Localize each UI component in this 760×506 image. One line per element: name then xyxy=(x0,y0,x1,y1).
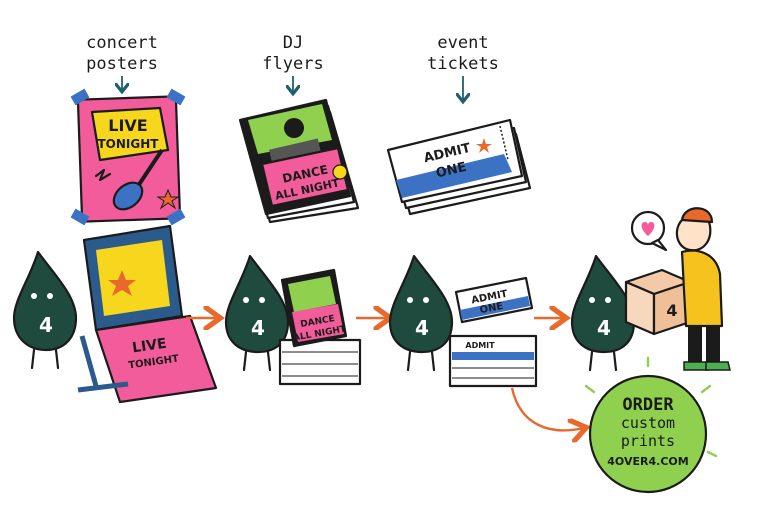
press-base xyxy=(77,381,129,393)
label-dj-flyers: DJ flyers xyxy=(262,33,324,92)
flow-arrow-to-cta xyxy=(510,387,584,430)
label-posters-line2: posters xyxy=(86,54,158,74)
cta-line3: prints xyxy=(621,432,675,450)
flyer-pile xyxy=(278,338,362,386)
concert-poster: LIVE TONIGHT xyxy=(70,88,186,226)
sneaker xyxy=(705,361,731,371)
customer xyxy=(675,207,731,371)
dj-flyer-stack: DANCE ALL NIGHT xyxy=(238,98,360,224)
held-ticket-line2: ONE xyxy=(479,301,505,316)
mascot-ink-drop: 4 xyxy=(570,254,636,372)
cta-line1: ORDER xyxy=(622,395,674,415)
mascot-ink-drop: 4 xyxy=(224,254,290,372)
cta-sparkles xyxy=(584,356,718,458)
tape xyxy=(166,88,186,106)
label-posters-line1: concert xyxy=(86,33,158,53)
ticket-title-line2: ONE xyxy=(435,160,468,182)
cta-circle[interactable] xyxy=(588,374,708,494)
mascot-number: 4 xyxy=(597,316,611,340)
heart-icon xyxy=(641,222,655,236)
sneaker xyxy=(683,361,709,371)
cta-url[interactable]: 4OVER4.COM xyxy=(607,455,688,468)
label-tickets-line2: tickets xyxy=(427,54,499,74)
mascot-number: 4 xyxy=(39,313,53,337)
tape xyxy=(70,88,90,106)
event-ticket-stack: ADMIT ONE xyxy=(386,118,532,216)
ticket-perforation xyxy=(499,125,509,161)
step-tickets: 4 ADMIT ONE ADMIT xyxy=(388,254,538,388)
press-screen xyxy=(96,240,170,316)
mascot-number: 4 xyxy=(251,316,265,340)
star-icon xyxy=(476,138,492,153)
mascot-ink-drop: 4 xyxy=(12,250,78,370)
order-cta-badge[interactable]: ORDER custom prints 4OVER4.COM xyxy=(584,356,718,494)
ticket-crowd xyxy=(396,154,512,198)
customer-leg xyxy=(706,326,720,362)
guitar-icon xyxy=(112,148,164,211)
label-concert-posters: concert posters xyxy=(86,33,158,90)
beanie xyxy=(680,207,714,224)
smiley-icon xyxy=(332,164,348,180)
label-flyers-line2: flyers xyxy=(262,54,323,74)
lightning-icon xyxy=(94,168,112,182)
box-number: 4 xyxy=(666,301,677,320)
dj-icon xyxy=(284,118,304,138)
step-delivery: 4 4 xyxy=(570,207,731,372)
tape xyxy=(166,208,186,226)
label-tickets-line1: event xyxy=(437,33,488,53)
label-event-tickets: event tickets xyxy=(427,33,499,100)
cta-line2: custom xyxy=(621,414,675,432)
press-leg xyxy=(79,335,99,387)
speech-bubble xyxy=(630,210,668,252)
poster-title-line2: TONIGHT xyxy=(98,137,160,151)
poster-title-line1: LIVE xyxy=(108,116,147,135)
star-icon xyxy=(108,270,136,296)
customer-leg xyxy=(688,326,702,362)
mascot-ink-drop: 4 xyxy=(388,254,454,372)
shipping-box: 4 xyxy=(624,268,692,336)
label-flyers-line1: DJ xyxy=(283,33,303,53)
step-screen-press: 4 LIVE TONIGHT xyxy=(12,224,218,404)
star-icon xyxy=(156,188,180,210)
starburst xyxy=(90,106,170,162)
pile-ticket-line1: ADMIT xyxy=(465,341,495,350)
tape xyxy=(70,208,90,226)
printed-poster xyxy=(94,314,218,404)
mascot-number: 4 xyxy=(415,316,429,340)
printed-poster-line1: LIVE xyxy=(131,336,167,357)
yellow-hoodie xyxy=(680,249,724,328)
step-flyers: 4 DANCE ALL NIGHT xyxy=(224,254,362,386)
